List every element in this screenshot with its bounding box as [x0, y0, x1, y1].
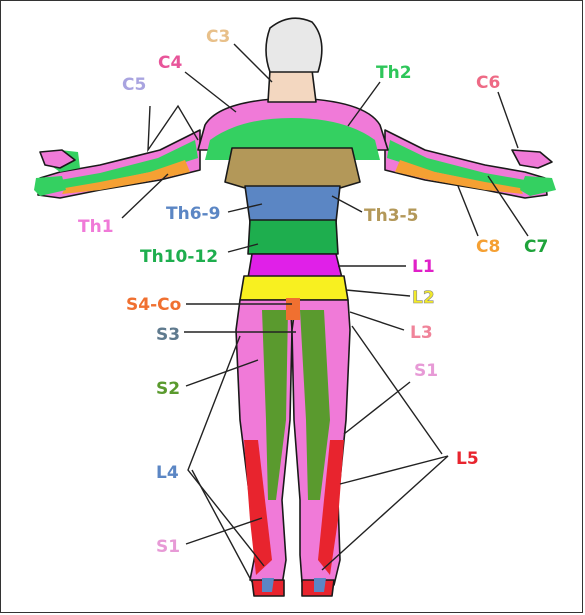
- label-th6-9: Th6-9: [166, 204, 220, 224]
- left-arm: [34, 129, 201, 199]
- legs: [235, 298, 351, 597]
- dermatome-labels: C3 C4 C5 Th2 C6 C7 C8 Th1 Th6-9 Th3-5 Th…: [78, 27, 548, 557]
- label-c4: C4: [158, 53, 182, 73]
- label-l4: L4: [156, 463, 179, 483]
- label-s2: S2: [156, 379, 180, 399]
- label-s1-right: S1: [414, 361, 438, 381]
- label-th2: Th2: [376, 63, 412, 83]
- label-c3: C3: [206, 27, 230, 47]
- label-c6: C6: [476, 73, 500, 93]
- label-th3-5: Th3-5: [364, 206, 418, 226]
- head: [265, 17, 323, 103]
- label-th1: Th1: [78, 217, 114, 237]
- right-arm: [384, 129, 556, 199]
- label-l3: L3: [410, 323, 433, 343]
- label-c8: C8: [476, 237, 500, 257]
- label-l1: L1: [412, 257, 435, 277]
- label-s1-left: S1: [156, 537, 180, 557]
- label-s3: S3: [156, 325, 180, 345]
- label-l5: L5: [456, 449, 479, 469]
- label-c7: C7: [524, 237, 548, 257]
- label-th10-12: Th10-12: [140, 247, 218, 267]
- label-l2: L2: [412, 288, 435, 308]
- torso: [197, 97, 389, 301]
- leader-lines: [121, 43, 529, 583]
- label-s4-co: S4-Co: [126, 295, 181, 315]
- label-c5: C5: [122, 75, 146, 95]
